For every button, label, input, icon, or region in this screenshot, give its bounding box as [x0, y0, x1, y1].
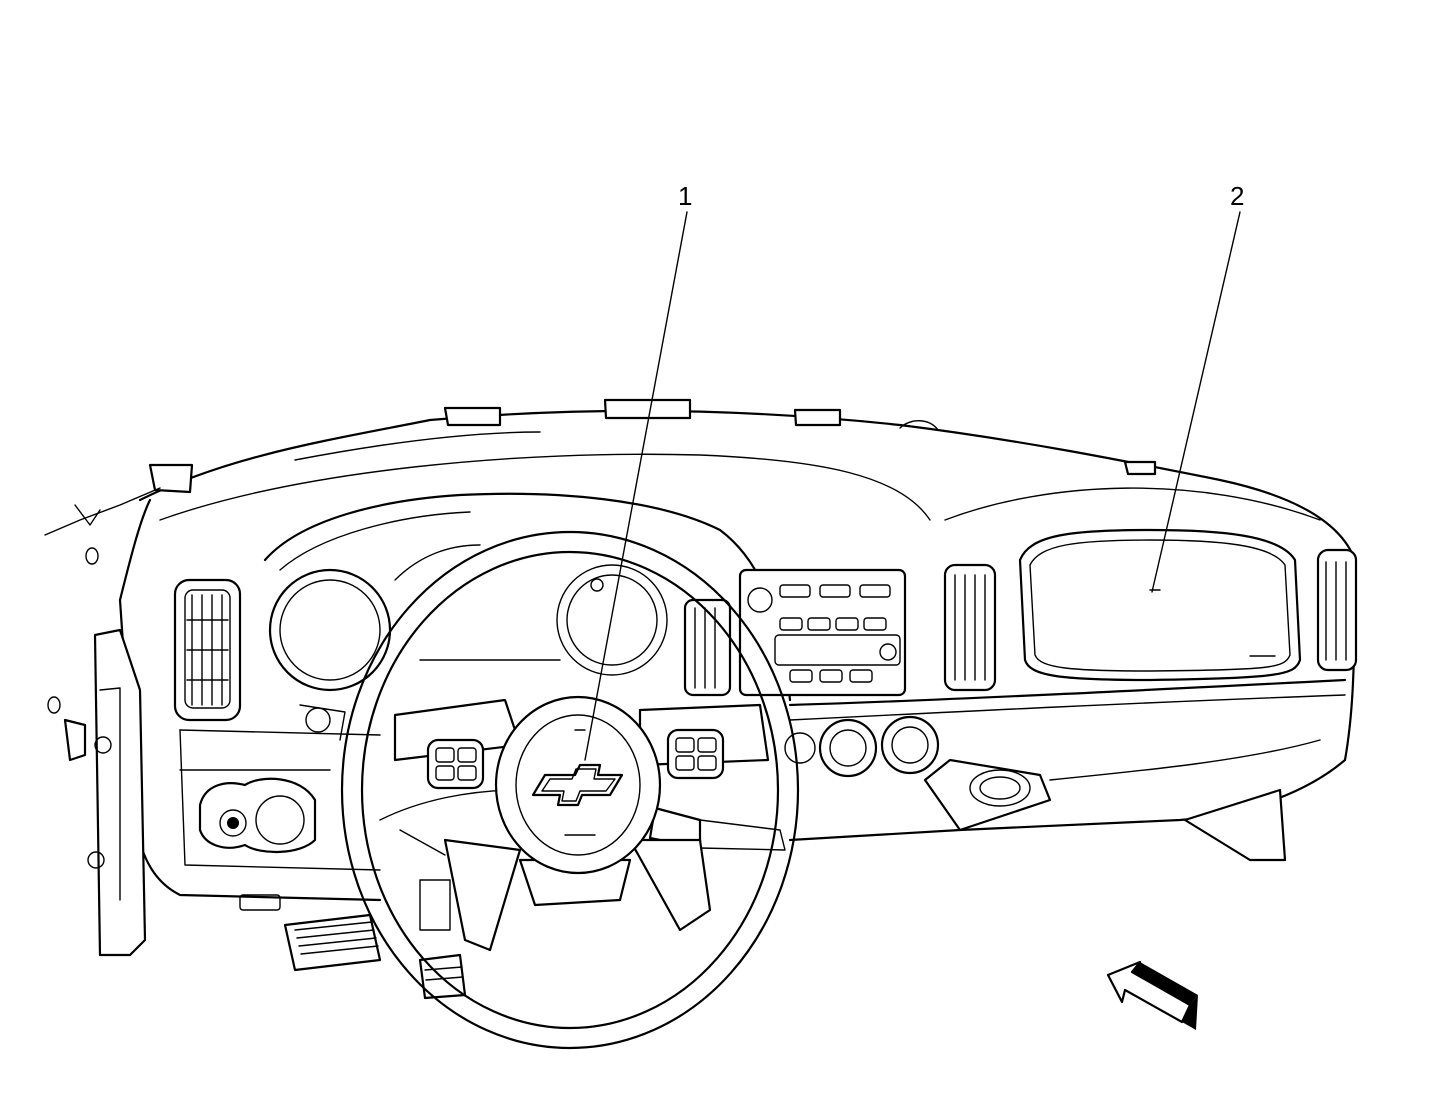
- gauge-cluster: [268, 544, 668, 741]
- left-steering-wheel-controls: [426, 738, 485, 790]
- steering-column: [379, 789, 786, 856]
- view-direction-arrow-icon: [1106, 960, 1198, 1030]
- radio-head-unit: [738, 568, 907, 697]
- passenger-airbag-door: [1018, 528, 1302, 682]
- headlamp-switch: [198, 777, 317, 854]
- instrument-panel: [44, 398, 1357, 957]
- left-air-vent: [173, 578, 242, 722]
- callout-1-label: 1: [678, 181, 692, 211]
- cup-holder: [923, 758, 1052, 832]
- right-side-air-vent: [1316, 548, 1358, 672]
- center-air-vent: [683, 598, 732, 697]
- steering-wheel: [340, 530, 800, 1050]
- hvac-controls: [784, 715, 940, 778]
- callout-1: 1: [584, 181, 692, 761]
- callout-2: 2: [1151, 181, 1244, 593]
- right-steering-wheel-controls: [666, 728, 725, 780]
- bowtie-emblem-icon: [531, 763, 624, 807]
- callout-2-label: 2: [1230, 181, 1244, 211]
- right-center-air-vent: [943, 563, 997, 692]
- steering-wheel-airbag: [494, 695, 662, 875]
